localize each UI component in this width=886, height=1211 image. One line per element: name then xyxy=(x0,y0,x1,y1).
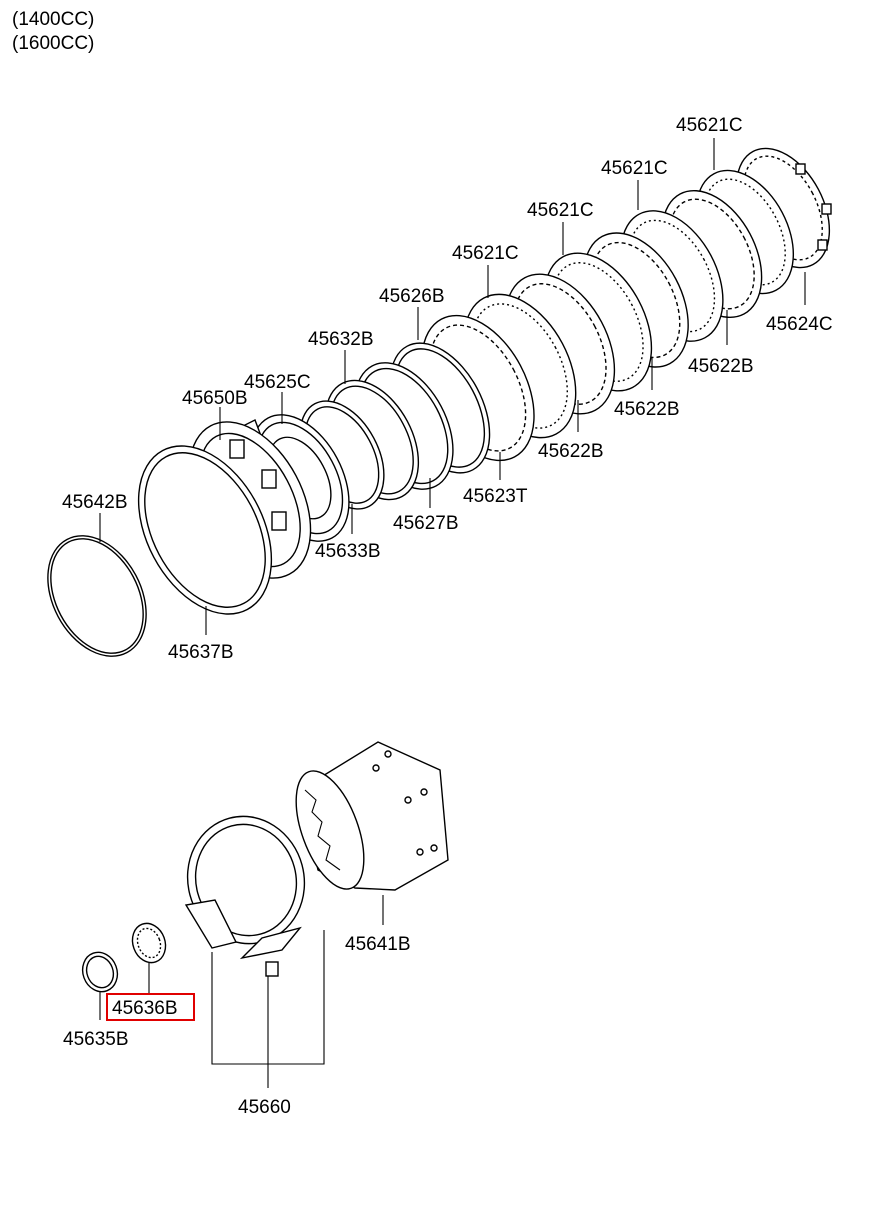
label-45623t[interactable]: 45623T xyxy=(463,486,528,507)
label-45632b[interactable]: 45632B xyxy=(308,329,374,350)
label-45650b[interactable]: 45650B xyxy=(182,388,248,409)
highlight-box xyxy=(106,993,195,1021)
label-45641b[interactable]: 45641B xyxy=(345,934,411,955)
label-45660[interactable]: 45660 xyxy=(238,1097,291,1118)
label-45622b-3[interactable]: 45622B xyxy=(688,356,754,377)
label-45635b[interactable]: 45635B xyxy=(63,1029,129,1050)
part-45642b-o-ring[interactable] xyxy=(28,519,166,673)
label-45627b[interactable]: 45627B xyxy=(393,513,459,534)
label-45637b[interactable]: 45637B xyxy=(168,642,234,663)
label-45636b[interactable]: 45636B xyxy=(112,998,178,1019)
label-45621c-3[interactable]: 45621C xyxy=(601,158,668,179)
variant-1400cc: (1400CC) xyxy=(12,9,95,30)
engine-variants: (1400CC) (1600CC) xyxy=(12,8,94,56)
label-45622b-2[interactable]: 45622B xyxy=(614,399,680,420)
band-assembly xyxy=(77,741,449,996)
label-45622b-1[interactable]: 45622B xyxy=(538,441,604,462)
variant-1600cc: (1600CC) xyxy=(12,33,95,54)
leader-lines xyxy=(99,138,806,1088)
label-45625c[interactable]: 45625C xyxy=(244,372,311,393)
part-labels: 45621C 45621C 45621C 45621C 45626B 45624… xyxy=(62,115,833,1118)
part-45636b-washer[interactable] xyxy=(127,919,171,968)
label-45621c-4[interactable]: 45621C xyxy=(676,115,743,136)
part-45641b-drum[interactable] xyxy=(282,741,449,898)
part-45635b-ring[interactable] xyxy=(77,947,123,996)
part-45660-band[interactable] xyxy=(173,803,318,977)
part-45637b-ring[interactable] xyxy=(112,423,299,636)
label-45642b[interactable]: 45642B xyxy=(62,492,128,513)
label-45626b[interactable]: 45626B xyxy=(379,286,445,307)
clutch-pack xyxy=(28,147,832,673)
label-45621c-2[interactable]: 45621C xyxy=(527,200,594,221)
label-45624c[interactable]: 45624C xyxy=(766,314,833,335)
label-45633b[interactable]: 45633B xyxy=(315,541,381,562)
label-45621c-1[interactable]: 45621C xyxy=(452,243,519,264)
